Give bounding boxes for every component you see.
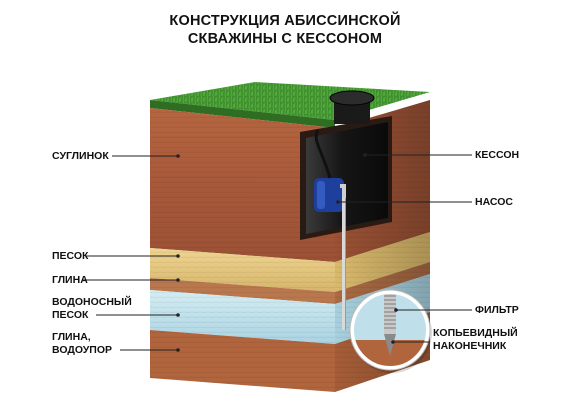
leader-filter-dot — [394, 308, 398, 312]
well-pipe — [340, 184, 346, 330]
leader-sand-dot — [176, 254, 180, 258]
label-clay: ГЛИНА — [52, 274, 88, 286]
leader-aquifer-dot — [176, 313, 180, 317]
leader-clay-dot — [176, 278, 180, 282]
label-sand: ПЕСОК — [52, 250, 89, 262]
leader-caisson-dot — [363, 153, 367, 157]
pump-hose — [314, 129, 332, 179]
leader-loam-dot — [176, 154, 180, 158]
leader-tip-dot — [391, 340, 395, 344]
lens-rim — [350, 290, 430, 370]
title-line-2: СКВАЖИНЫ С КЕССОНОМ — [187, 31, 383, 47]
label-filter: ФИЛЬТР — [475, 304, 519, 316]
caisson-body — [306, 122, 388, 234]
label-aquifer-line-2: ПЕСОК — [52, 309, 89, 321]
label-loam: СУГЛИНОК — [52, 150, 109, 162]
caisson-hatch — [329, 90, 375, 106]
label-pump: НАСОС — [475, 196, 513, 208]
lens-rim-outline — [349, 289, 431, 371]
label-spear-tip: КОПЬЕВИДНЫЙ НАКОНЕЧНИК — [433, 327, 518, 353]
pump — [314, 129, 344, 212]
leader-clay-barrier-dot — [176, 348, 180, 352]
pipe-elbow — [340, 184, 346, 200]
label-aquifer-line-1: ВОДОНОСНЫЙ — [52, 296, 132, 308]
leader-pump-dot — [336, 200, 340, 204]
front-grain-overlay — [150, 108, 335, 392]
title-line-1: КОНСТРУКЦИЯ АБИССИНСКОЙ — [169, 13, 401, 29]
label-caisson: КЕССОН — [475, 149, 520, 161]
pump-highlight — [317, 181, 325, 209]
leaders-left — [83, 154, 180, 352]
filter-rings — [384, 295, 396, 329]
label-aquifer: ВОДОНОСНЫЙ ПЕСОК — [52, 296, 132, 322]
label-clay-barrier-line-1: ГЛИНА, — [52, 331, 91, 343]
label-clay-barrier-line-2: ВОДОУПОР — [52, 344, 112, 356]
grass-edge — [150, 100, 335, 128]
label-spear-tip-line-2: НАКОНЕЧНИК — [433, 340, 507, 352]
label-clay-barrier: ГЛИНА, ВОДОУПОР — [52, 331, 112, 357]
filter-magnifier — [349, 289, 432, 373]
label-spear-tip-line-1: КОПЬЕВИДНЫЙ — [433, 327, 518, 339]
leaders-right — [336, 153, 472, 344]
diagram-title: КОНСТРУКЦИЯ АБИССИНСКОЙ СКВАЖИНЫ С КЕССО… — [0, 12, 570, 48]
spear-tip — [384, 334, 396, 356]
